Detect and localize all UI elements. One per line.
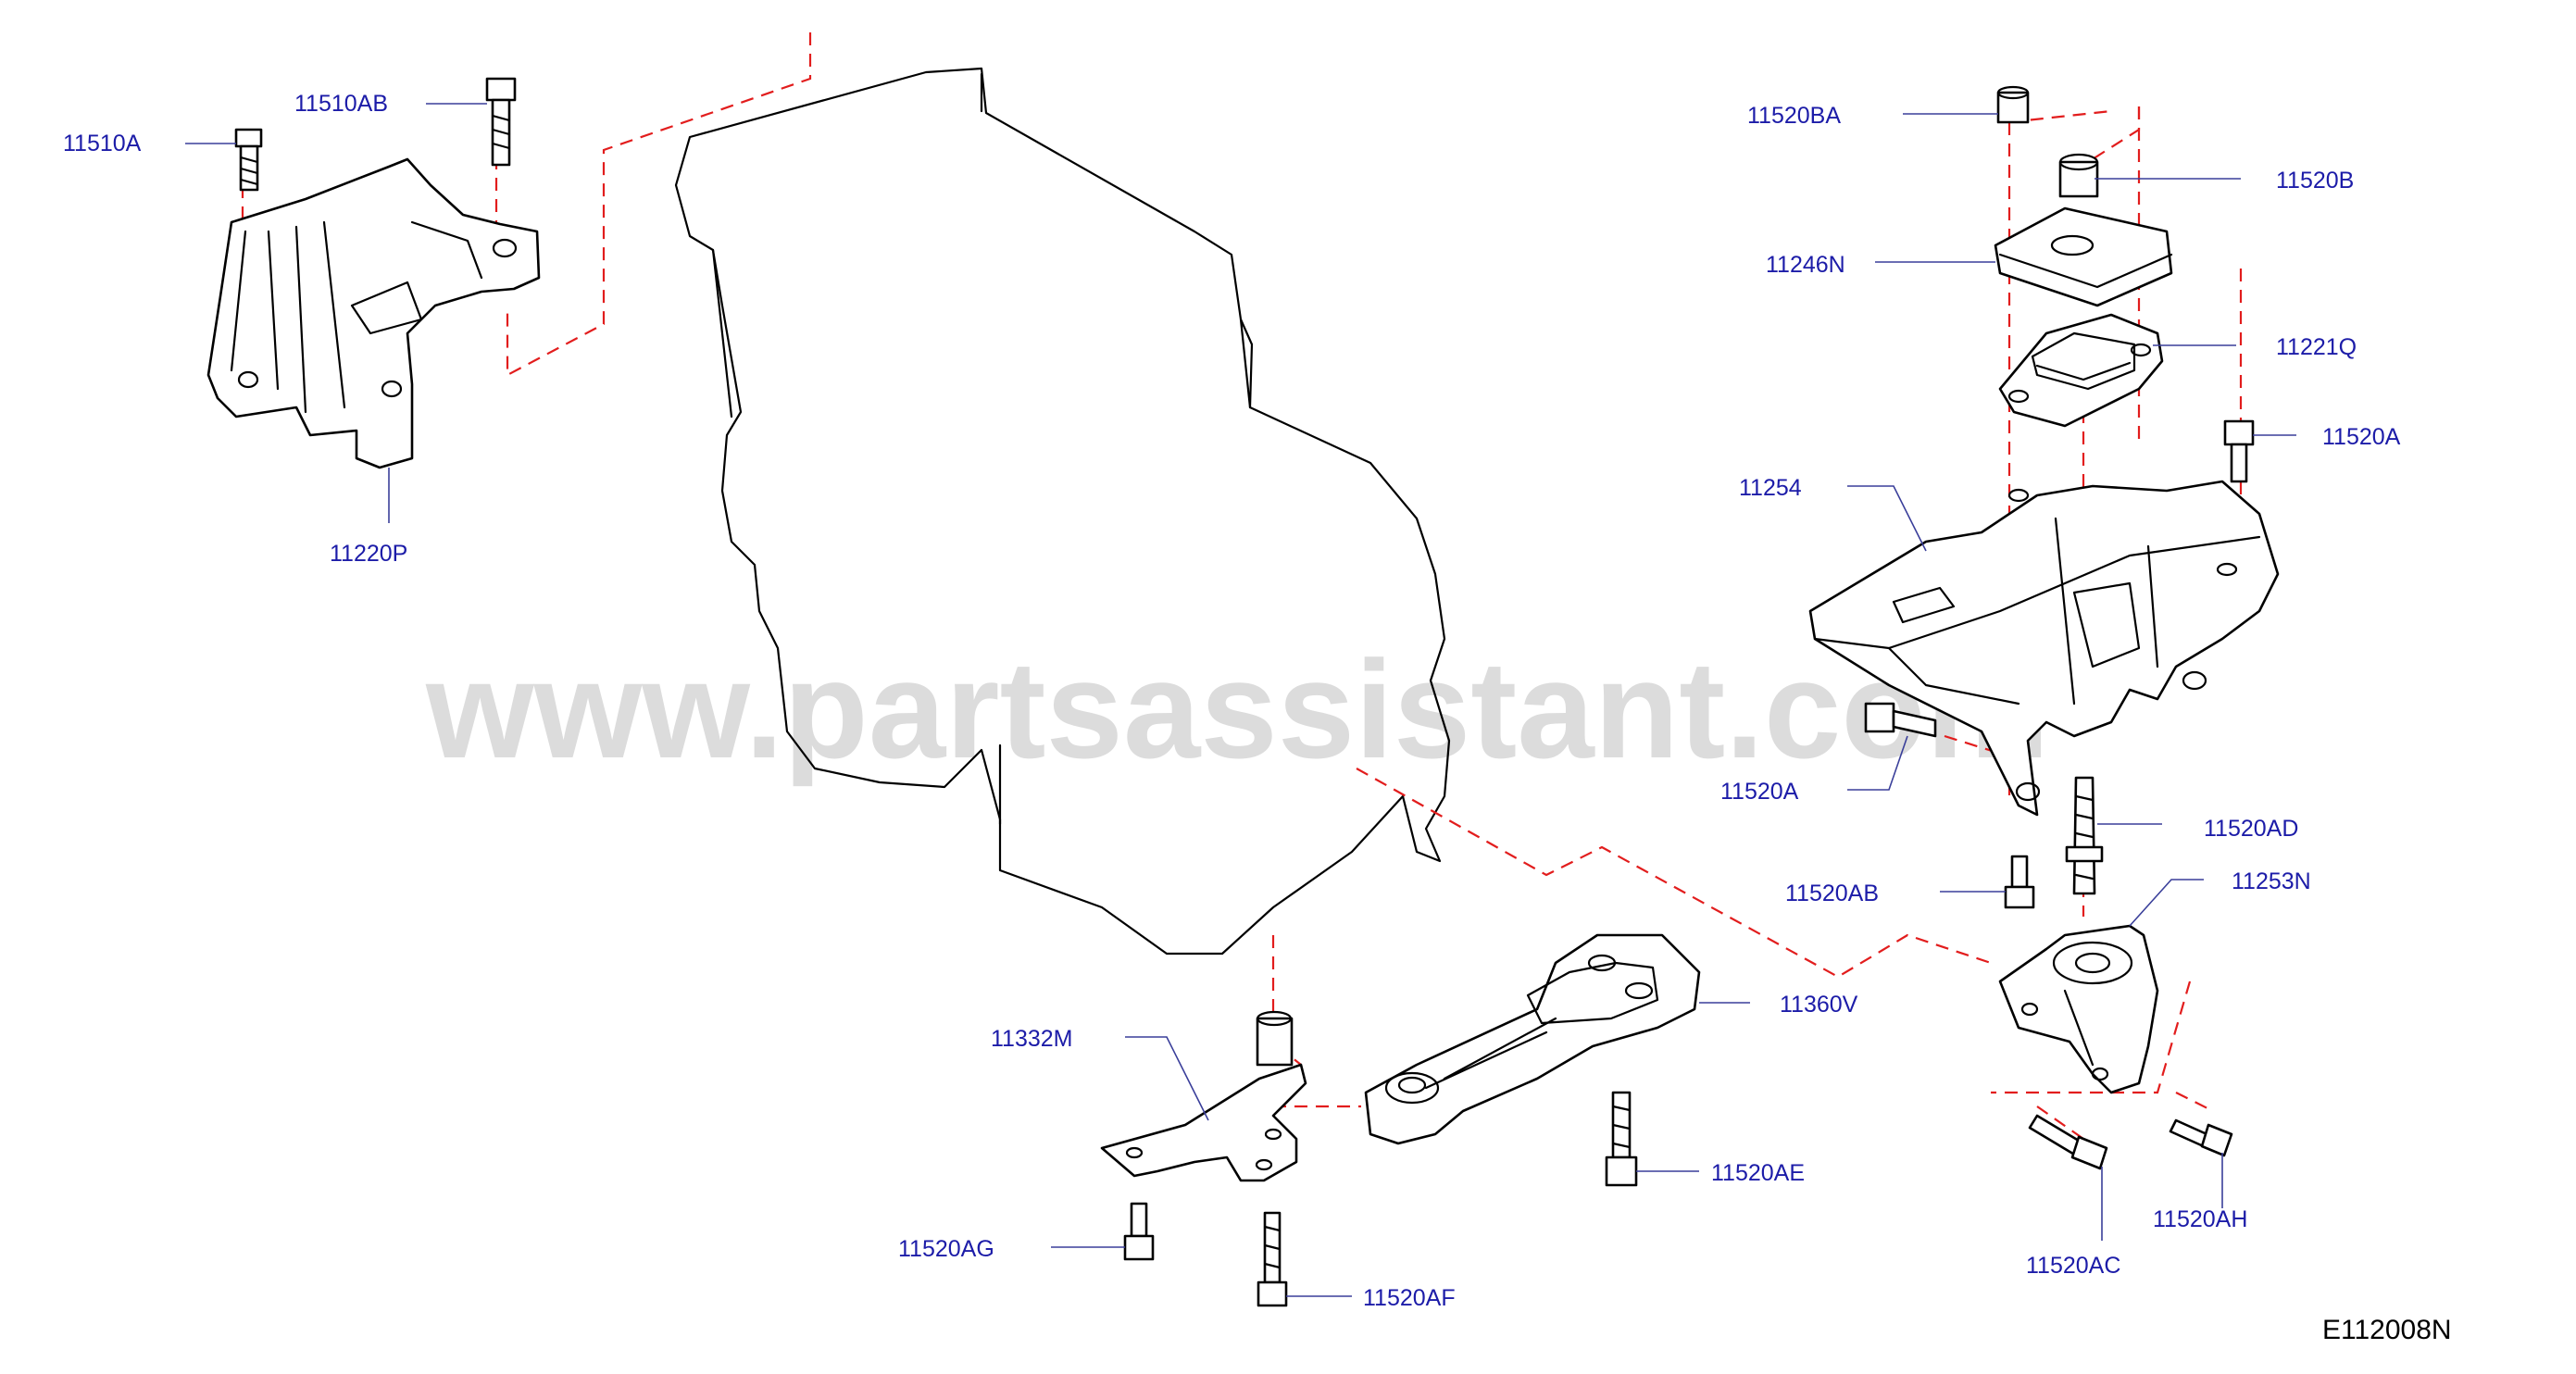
bracket-11332M (1100, 1010, 1307, 1182)
label-11246N: 11246N (1766, 252, 1845, 278)
bolt-11520AF (1257, 1211, 1288, 1307)
bolt-11520A-mid (1864, 702, 1937, 738)
label-11520AD: 11520AD (2204, 816, 2298, 842)
label-11520BA: 11520BA (1747, 103, 1841, 129)
label-11520B: 11520B (2276, 168, 2354, 194)
bracket-11254 (1808, 480, 2280, 817)
engine-block-outline (674, 67, 1451, 956)
label-11520AC: 11520AC (2026, 1253, 2120, 1279)
bracket-11253N (1998, 924, 2159, 1094)
label-11254: 11254 (1739, 475, 1802, 501)
bolt-11520AC (2028, 1114, 2108, 1170)
stud-11520AD (2065, 776, 2104, 895)
label-11220P: 11220P (330, 541, 407, 567)
leader-lines (185, 103, 2296, 1297)
label-11520AE: 11520AE (1711, 1160, 1805, 1186)
bolt-11520AB (2004, 855, 2035, 909)
nut-11520B (2058, 153, 2099, 198)
label-11520AH: 11520AH (2153, 1206, 2247, 1232)
bolt-11520A-top (2223, 419, 2255, 483)
label-11520A-top: 11520A (2322, 424, 2401, 450)
label-11520AB: 11520AB (1785, 881, 1879, 906)
bolt-11520AG (1123, 1202, 1155, 1261)
label-11221Q: 11221Q (2276, 334, 2357, 360)
plate-11246N (1994, 206, 2173, 307)
part-labels: 11510A 11510AB 11220P 11520BA 11520B 112… (63, 91, 2401, 1311)
label-11520A-mid: 11520A (1720, 779, 1799, 805)
insulator-11221Q (1998, 313, 2164, 428)
bolt-11520AE (1605, 1091, 1638, 1187)
torque-rod-11360V (1364, 933, 1701, 1145)
bolt-11510A (234, 128, 263, 192)
label-11520AG: 11520AG (898, 1236, 994, 1262)
label-11510A: 11510A (63, 131, 142, 156)
watermark: www.partsassistant.com (425, 631, 2049, 787)
label-11510AB: 11510AB (294, 91, 388, 117)
diagram-code: E112008N (2322, 1315, 2452, 1345)
label-11332M: 11332M (991, 1026, 1073, 1052)
nut-11520BA (1996, 85, 2030, 124)
engine-mount-11220P (206, 157, 541, 469)
bolt-11520AH (2169, 1118, 2233, 1157)
label-11520AF: 11520AF (1363, 1285, 1456, 1311)
label-11253N: 11253N (2232, 868, 2311, 894)
bolt-11510AB (485, 77, 517, 167)
label-11360V: 11360V (1780, 992, 1858, 1018)
